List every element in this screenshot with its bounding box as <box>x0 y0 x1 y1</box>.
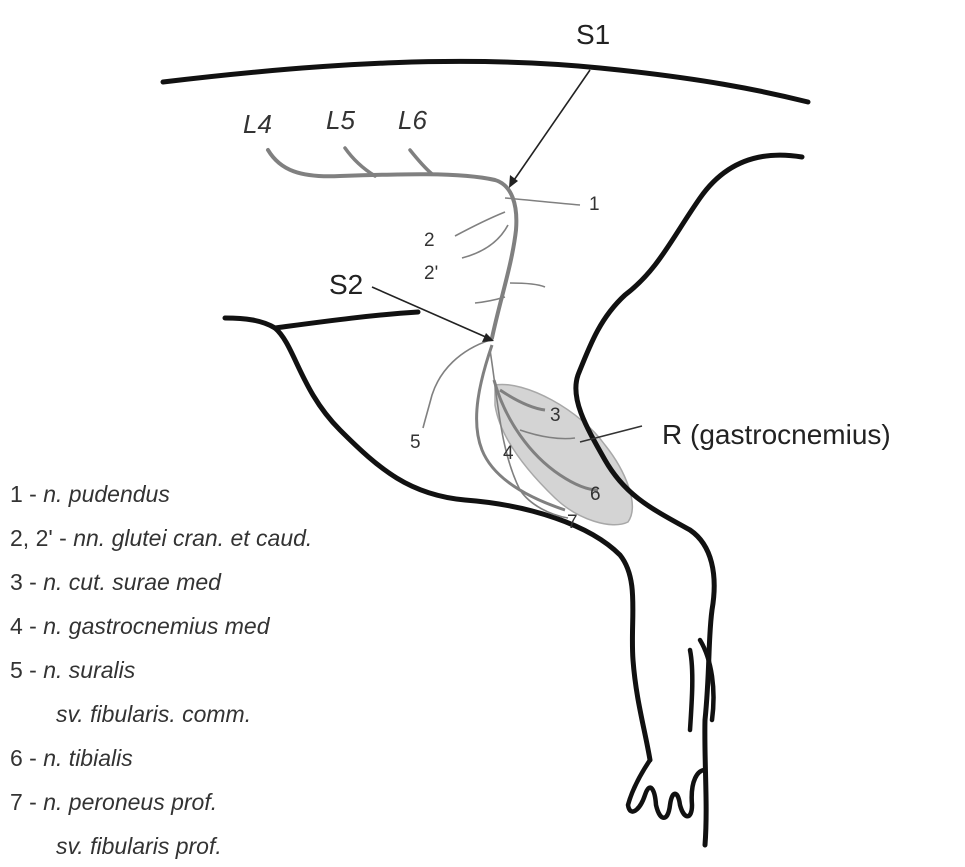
legend-item: 5 - n. suralis <box>10 657 136 683</box>
nerve-root-l5 <box>345 148 375 176</box>
legend: 1 - n. pudendus 2, 2' - nn. glutei cran.… <box>10 481 312 859</box>
legend-item: sv. fibularis. comm. <box>56 701 251 727</box>
legend-item: 3 - n. cut. surae med <box>10 569 222 595</box>
branch-2-prime <box>462 225 508 258</box>
branch-number-6: 6 <box>590 484 601 505</box>
sciatic-nerve-trunk <box>268 150 516 338</box>
abdomen-line <box>275 312 418 328</box>
branch-number-2-prime: 2' <box>424 263 438 284</box>
label-r-gastrocnemius: R (gastrocnemius) <box>662 419 891 450</box>
nerve-root-l6 <box>410 150 432 174</box>
label-s2: S2 <box>329 269 363 300</box>
legend-item: sv. fibularis prof. <box>56 833 222 859</box>
branch-number-4: 4 <box>503 443 514 464</box>
legend-item: 2, 2' - nn. glutei cran. et caud. <box>10 525 312 551</box>
label-root-l4: L4 <box>243 109 272 139</box>
branch-mid-a <box>510 283 545 287</box>
label-root-l5: L5 <box>326 105 355 135</box>
s1-arrow <box>512 70 590 183</box>
branch-number-3: 3 <box>550 405 561 426</box>
branch-2 <box>455 212 505 236</box>
label-root-l6: L6 <box>398 105 427 135</box>
body-back-outline <box>163 61 808 102</box>
paw-outline <box>628 760 705 818</box>
label-s1: S1 <box>576 19 610 50</box>
legend-item: 1 - n. pudendus <box>10 481 170 507</box>
legend-item: 6 - n. tibialis <box>10 745 133 771</box>
branch-number-2: 2 <box>424 230 435 251</box>
legend-item: 7 - n. peroneus prof. <box>10 789 217 815</box>
branch-number-1: 1 <box>589 194 600 215</box>
gastrocnemius-muscle-region <box>495 384 632 524</box>
branch-number-7: 7 <box>567 512 578 533</box>
branch-number-5: 5 <box>410 432 421 453</box>
legend-item: 4 - n. gastrocnemius med <box>10 613 271 639</box>
